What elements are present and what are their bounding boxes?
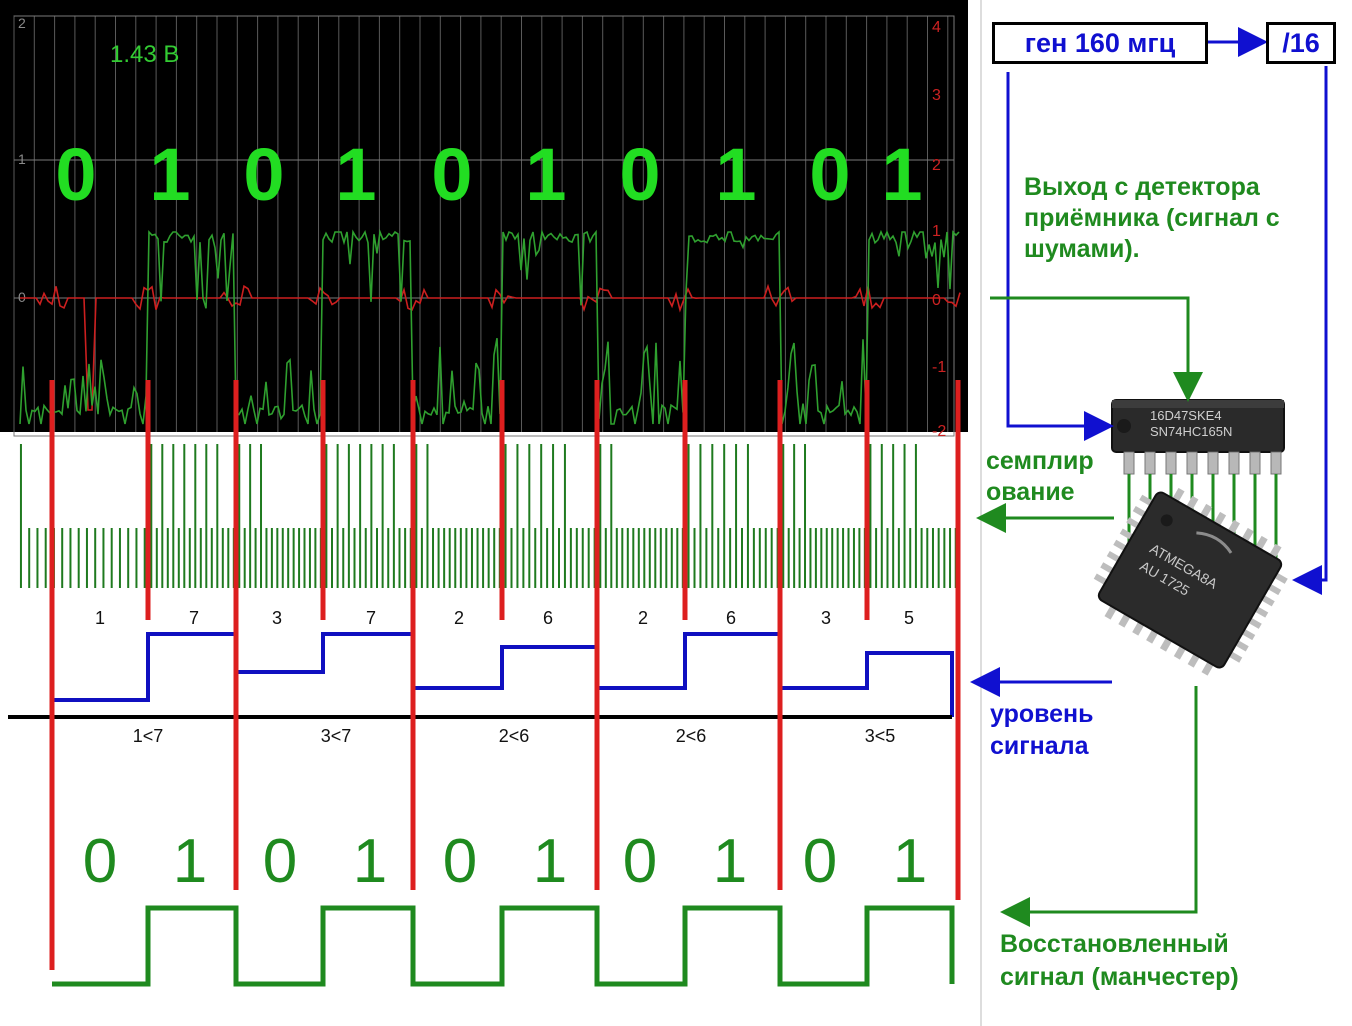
top-bit: 0 [431, 133, 472, 216]
sample-count-row: 1 7 3 7 2 6 2 6 3 5 [95, 608, 914, 628]
sampling-label: семплир ование [986, 447, 1094, 506]
noisy-signal-trace [19, 228, 960, 425]
signal-level-line [52, 632, 954, 717]
left-tick-label: 0 [18, 289, 26, 305]
left-tick-label: 1 [18, 151, 26, 167]
bottom-bit: 1 [533, 827, 567, 896]
bottom-bit: 0 [623, 827, 657, 896]
bottom-bit: 0 [803, 827, 837, 896]
scope-background [0, 0, 968, 432]
shift-register-chip: 16D47SKE4 SN74HC165N [1111, 399, 1285, 475]
divider-box: /16 [1266, 22, 1336, 64]
sample-count: 1 [95, 608, 105, 628]
right-tick-label: 3 [932, 87, 941, 104]
bottom-bit: 1 [713, 827, 747, 896]
right-tick-label: 0 [932, 292, 941, 309]
comparison-label: 3<5 [865, 726, 896, 746]
sample-count: 5 [904, 608, 914, 628]
signal-level-label: уровень сигнала [990, 700, 1094, 760]
bottom-bit: 0 [443, 827, 477, 896]
top-bit: 0 [619, 133, 660, 216]
right-tick-label: -2 [932, 423, 946, 440]
bottom-bit: 0 [83, 827, 117, 896]
scope-grid [13, 15, 954, 432]
sample-count: 6 [543, 608, 553, 628]
comparison-label: 2<6 [676, 726, 707, 746]
sample-count: 6 [726, 608, 736, 628]
right-axis-ticks: 4 3 2 1 0 -1 -2 [932, 19, 946, 440]
top-bit: 1 [525, 133, 566, 216]
top-bit: 1 [149, 133, 190, 216]
left-axis-ticks: 2 1 0 [18, 15, 26, 305]
manchester-waveform [52, 905, 955, 987]
comparison-label: 3<7 [321, 726, 352, 746]
restored-signal-label: Восстановленный сигнал (манчестер) [1000, 930, 1239, 991]
sample-count: 7 [366, 608, 376, 628]
top-bit: 0 [809, 133, 850, 216]
sample-count: 2 [454, 608, 464, 628]
top-bit: 1 [715, 133, 756, 216]
detector-output-label: Выход с детектора приёмника (сигнал с шу… [1024, 173, 1280, 263]
right-tick-label: 4 [932, 19, 941, 36]
sample-count: 2 [638, 608, 648, 628]
connection-arrows [970, 27, 1328, 927]
svg-text:SN74HC165N: SN74HC165N [1150, 424, 1232, 439]
sample-count: 3 [821, 608, 831, 628]
right-tick-label: -1 [932, 359, 946, 376]
generator-box: ген 160 мгц [992, 22, 1208, 64]
comparison-label: 1<7 [133, 726, 164, 746]
top-bit: 0 [55, 133, 96, 216]
sample-count: 7 [189, 608, 199, 628]
comparison-label: 2<6 [499, 726, 530, 746]
bottom-bit: 1 [353, 827, 387, 896]
voltage-readout: 1.43 В [110, 41, 179, 68]
sample-count: 3 [272, 608, 282, 628]
comparison-row: 1<7 3<7 2<6 2<6 3<5 [133, 726, 896, 746]
bottom-bit: 0 [263, 827, 297, 896]
svg-text:16D47SKE4: 16D47SKE4 [1150, 408, 1222, 423]
right-tick-label: 1 [932, 223, 941, 240]
top-bit: 1 [335, 133, 376, 216]
top-bit: 1 [881, 133, 922, 216]
bottom-bit: 1 [173, 827, 207, 896]
bottom-bit: 1 [893, 827, 927, 896]
top-bit: 0 [243, 133, 284, 216]
red-trace [20, 283, 961, 411]
left-tick-label: 2 [18, 15, 26, 31]
bit-boundary-markers [49, 380, 961, 970]
microcontroller-chip: ATMEGA8A AU 1725 [1093, 487, 1288, 676]
sampling-pulses [19, 444, 957, 588]
right-tick-label: 2 [932, 157, 941, 174]
